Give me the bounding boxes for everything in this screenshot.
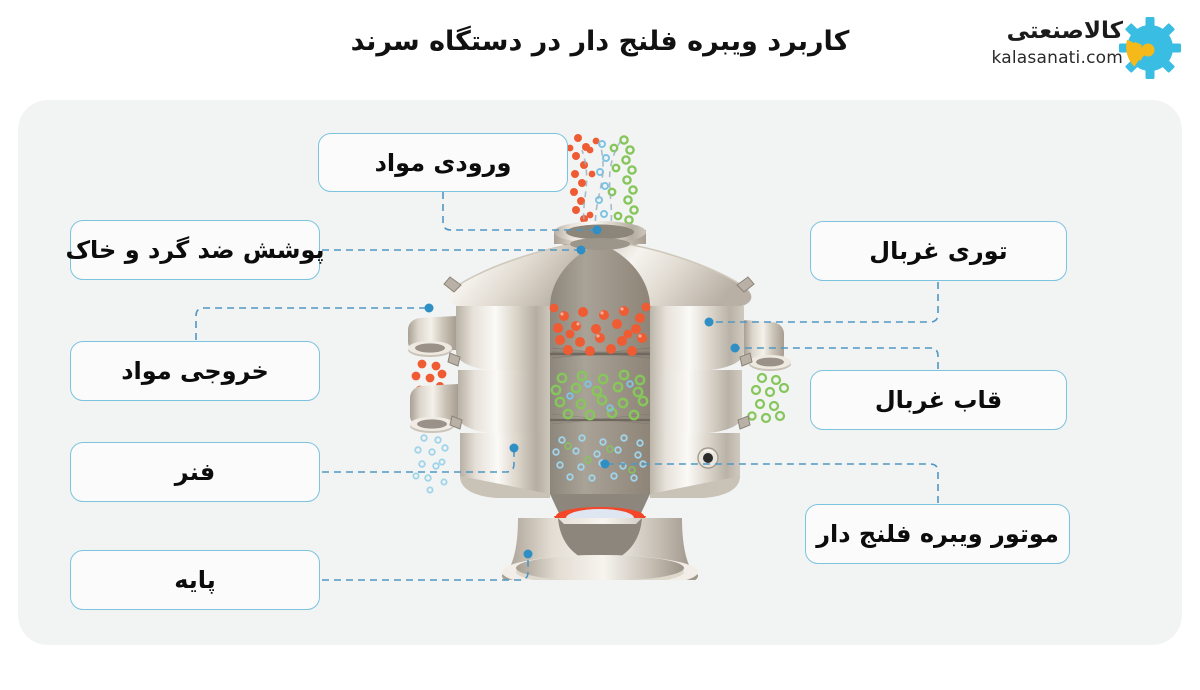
material-outlet-spout-lower [410, 384, 458, 494]
callout-base[interactable]: پایه [70, 550, 320, 610]
callout-label-text: پوشش ضد گرد و خاک [65, 236, 325, 264]
callout-label-text: قاب غربال [874, 386, 1003, 414]
medium-particles [550, 369, 649, 421]
inflow-particles [566, 134, 641, 235]
logo-name-fa: کالاصنعتی [1006, 18, 1123, 44]
page-title: کاربرد ویبره فلنج دار در دستگاه سرند [350, 26, 850, 57]
callout-sieve-frame[interactable]: قاب غربال [810, 370, 1067, 430]
inspection-port-icon [697, 447, 719, 469]
callout-label-text: توری غربال [869, 237, 1008, 265]
callout-spring[interactable]: فنر [70, 442, 320, 502]
gear-wifi-logo-icon [1119, 17, 1181, 79]
machine-base [502, 518, 698, 580]
logo-name-en: kalasanati.com [991, 48, 1123, 68]
dust-proof-cover [448, 238, 752, 306]
sieve-deck-middle [458, 369, 742, 433]
callout-material-outlet[interactable]: خروجی مواد [70, 341, 320, 401]
callout-label-text: پایه [174, 566, 216, 594]
material-outlet-spout-right [744, 320, 791, 424]
callout-sieve-mesh[interactable]: توری غربال [810, 221, 1067, 281]
brand-logo: کالاصنعتی kalasanati.com [980, 16, 1185, 82]
callout-flanged-vibrator-motor[interactable]: موتور ویبره فلنج دار [805, 504, 1070, 564]
sieve-deck-upper [456, 302, 744, 370]
callout-label-text: ورودی مواد [374, 148, 512, 177]
callout-dust-proof-cover[interactable]: پوشش ضد گرد و خاک [65, 220, 325, 280]
callout-material-inlet[interactable]: ورودی مواد [318, 133, 568, 192]
callout-label-text: خروجی مواد [121, 357, 269, 385]
callout-label-text: فنر [174, 458, 216, 486]
callout-label-text: موتور ویبره فلنج دار [816, 520, 1059, 548]
